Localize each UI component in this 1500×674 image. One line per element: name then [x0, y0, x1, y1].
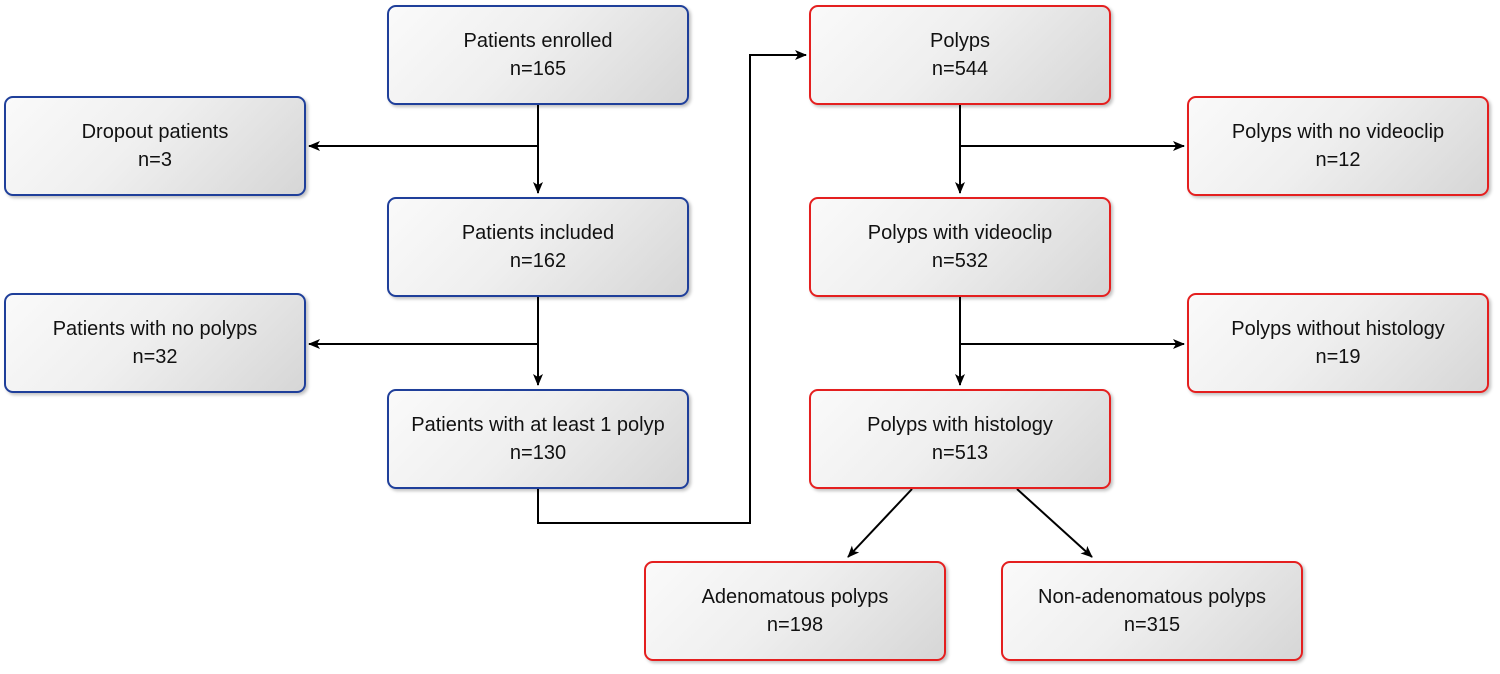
box-polyps-with-videoclip: Polyps with videoclip n=532 — [809, 197, 1111, 297]
box-count: n=32 — [132, 346, 178, 368]
box-count: n=19 — [1315, 346, 1361, 368]
box-label: Dropout patients — [81, 121, 229, 143]
box-patients-at-least-1-polyp: Patients with at least 1 polyp n=130 — [387, 389, 689, 489]
box-dropout-patients: Dropout patients n=3 — [4, 96, 306, 196]
box-label: Adenomatous polyps — [701, 586, 889, 608]
box-label: Polyps with no videoclip — [1231, 121, 1445, 143]
box-label: Non-adenomatous polyps — [1038, 586, 1266, 608]
box-count: n=315 — [1123, 614, 1181, 636]
box-label: Polyps with videoclip — [867, 222, 1053, 244]
box-count: n=12 — [1315, 149, 1361, 171]
box-label: Patients with at least 1 polyp — [411, 414, 665, 436]
box-count: n=513 — [931, 442, 989, 464]
arrow-to-non-adenomatous — [1016, 488, 1093, 558]
box-polyps-with-histology: Polyps with histology n=513 — [809, 389, 1111, 489]
box-label: Patients with no polyps — [52, 318, 258, 340]
box-label: Polyps without histology — [1231, 318, 1445, 340]
box-polyps: Polyps n=544 — [809, 5, 1111, 105]
box-patients-included: Patients included n=162 — [387, 197, 689, 297]
box-patients-enrolled: Patients enrolled n=165 — [387, 5, 689, 105]
box-count: n=3 — [138, 149, 172, 171]
box-count: n=130 — [509, 442, 567, 464]
box-count: n=162 — [509, 250, 567, 272]
arrow-to-adenomatous — [847, 488, 913, 558]
box-patients-no-polyps: Patients with no polyps n=32 — [4, 293, 306, 393]
box-polyps-without-histology: Polyps without histology n=19 — [1187, 293, 1489, 393]
box-label: Polyps — [929, 30, 991, 52]
arrow-patients-to-polyps — [537, 50, 807, 524]
box-polyps-no-videoclip: Polyps with no videoclip n=12 — [1187, 96, 1489, 196]
box-label: Patients enrolled — [463, 30, 613, 52]
box-non-adenomatous-polyps: Non-adenomatous polyps n=315 — [1001, 561, 1303, 661]
box-label: Patients included — [461, 222, 615, 244]
box-label: Polyps with histology — [867, 414, 1053, 436]
box-count: n=544 — [931, 58, 989, 80]
box-adenomatous-polyps: Adenomatous polyps n=198 — [644, 561, 946, 661]
box-count: n=532 — [931, 250, 989, 272]
box-count: n=198 — [766, 614, 824, 636]
box-count: n=165 — [509, 58, 567, 80]
